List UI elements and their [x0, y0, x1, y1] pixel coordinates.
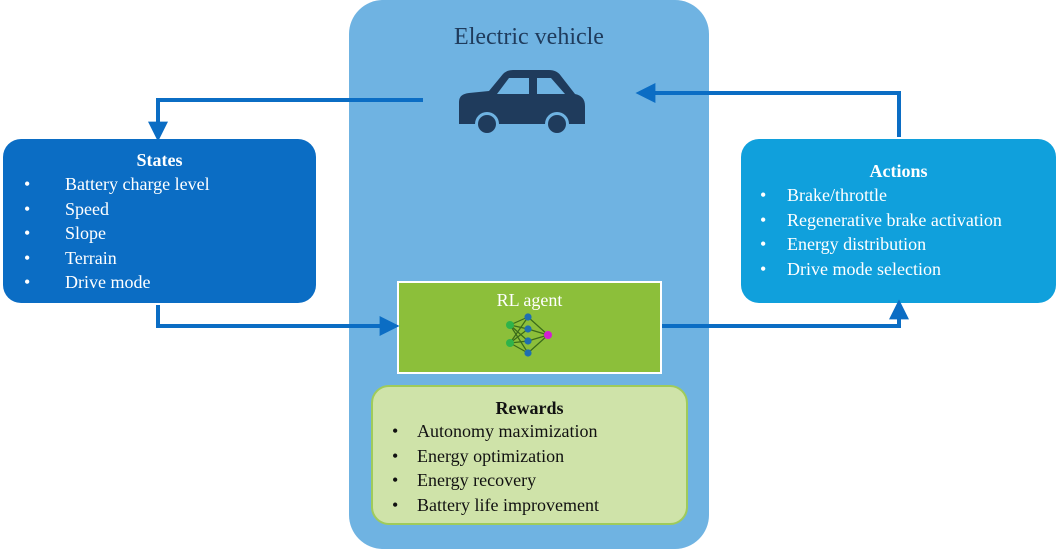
arrow-vehicle-to-states [148, 98, 423, 142]
arrow-agent-to-actions [662, 299, 909, 328]
arrow-actions-to-vehicle [635, 83, 901, 137]
actions-title: Actions [869, 161, 928, 181]
bullet-icon: • [760, 258, 767, 279]
action-label: Energy distribution [787, 234, 927, 255]
list-item: • Regenerative brake activation [760, 208, 1056, 233]
list-item: • Drive mode selection [760, 257, 1056, 282]
bullet-icon: • [392, 445, 399, 466]
reward-label: Battery life improvement [417, 494, 599, 515]
states-box: States • Battery charge level • Speed • Slo… [3, 139, 316, 303]
rl-agent-box: RL agent [397, 281, 662, 374]
action-label: Drive mode selection [787, 258, 941, 279]
list-item: • Battery charge level [24, 172, 316, 197]
arrow-states-to-agent [156, 305, 400, 336]
list-item: • Speed [24, 197, 316, 222]
rewards-title: Rewards [495, 398, 564, 418]
action-label: Brake/throttle [787, 185, 887, 205]
states-title: States [136, 150, 183, 170]
bullet-icon: • [392, 470, 399, 491]
bullet-icon: • [24, 223, 31, 244]
reward-label: Autonomy maximization [417, 421, 598, 441]
states-list: • Battery charge level • Speed • Slope • Ter… [3, 172, 316, 295]
electric-vehicle-title: Electric vehicle [454, 24, 604, 50]
rl-agent-title: RL agent [496, 290, 563, 310]
reward-label: Energy recovery [417, 470, 537, 491]
list-item: • Battery life improvement [392, 493, 686, 518]
bullet-icon: • [392, 494, 399, 515]
list-item: • Energy recovery [392, 468, 686, 493]
actions-box: Actions • Brake/throttle • Regenerative br… [741, 139, 1056, 303]
list-item: • Terrain [24, 246, 316, 271]
bullet-icon: • [760, 185, 767, 205]
list-item: • Autonomy maximization [392, 419, 686, 444]
reward-label: Energy optimization [417, 445, 565, 466]
rewards-list: • Autonomy maximization • Energy optimizat… [373, 419, 686, 517]
actions-list: • Brake/throttle • Regenerative brake acti… [741, 183, 1056, 281]
list-item: • Energy distribution [760, 232, 1056, 257]
bullet-icon: • [760, 234, 767, 255]
bullet-icon: • [24, 198, 31, 219]
bullet-icon: • [24, 272, 31, 293]
bullet-icon: • [24, 247, 31, 268]
action-label: Regenerative brake activation [787, 209, 1002, 230]
rewards-box: Rewards • Autonomy maximization • Energy o… [371, 385, 688, 525]
list-item: • Slope [24, 221, 316, 246]
list-item: • Energy optimization [392, 444, 686, 469]
state-label: Drive mode [65, 272, 151, 293]
state-label: Terrain [65, 247, 117, 268]
bullet-icon: • [392, 421, 399, 441]
neural-network-icon [506, 313, 552, 357]
bullet-icon: • [760, 209, 767, 230]
car-icon [459, 70, 585, 136]
state-label: Speed [65, 198, 109, 219]
list-item: • Drive mode [24, 270, 316, 295]
state-label: Battery charge level [65, 174, 210, 194]
list-item: • Brake/throttle [760, 183, 1056, 208]
bullet-icon: • [24, 174, 31, 194]
state-label: Slope [65, 223, 107, 244]
